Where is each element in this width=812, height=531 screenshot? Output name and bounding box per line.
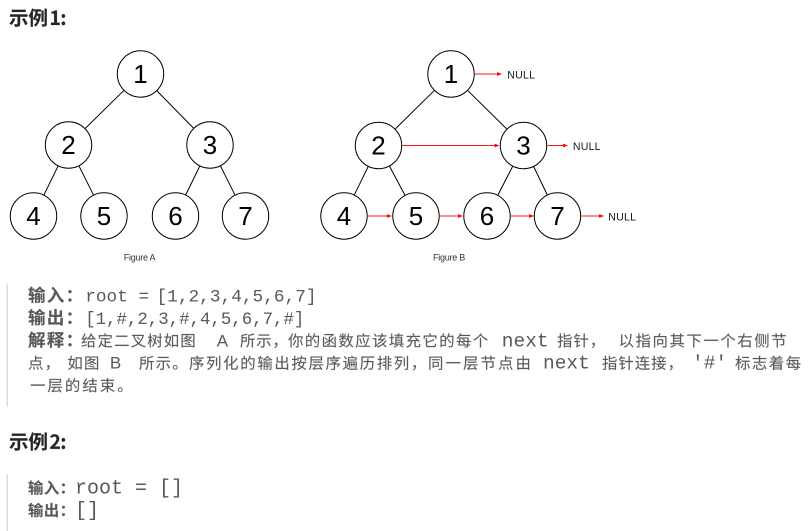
svg-text:2: 2: [61, 130, 75, 160]
svg-text:4: 4: [337, 201, 351, 231]
svg-text:Figure B: Figure B: [433, 253, 465, 263]
svg-text:[]: []: [75, 500, 99, 523]
svg-text:root =: root =: [85, 288, 149, 308]
svg-text:[1,2,3,4,5,6,7]: [1,2,3,4,5,6,7]: [157, 288, 317, 308]
svg-text:3: 3: [203, 130, 217, 160]
svg-text:6: 6: [480, 201, 494, 231]
svg-text:Figure A: Figure A: [124, 253, 156, 263]
svg-text:3: 3: [516, 130, 530, 160]
svg-text:NULL: NULL: [573, 141, 601, 153]
svg-text:NULL: NULL: [507, 69, 535, 81]
svg-text:7: 7: [550, 201, 564, 231]
svg-text:6: 6: [168, 201, 182, 231]
svg-text:'#': '#': [692, 353, 727, 375]
svg-text:5: 5: [409, 201, 423, 231]
svg-text:1: 1: [133, 59, 147, 89]
svg-text:B: B: [110, 354, 121, 373]
svg-text:root = []: root = []: [75, 478, 183, 501]
svg-text:next: next: [543, 353, 590, 375]
svg-text:2: 2: [371, 130, 385, 160]
svg-text:next: next: [502, 330, 549, 352]
svg-text:1: 1: [444, 59, 458, 89]
svg-text:A: A: [217, 331, 229, 350]
svg-text:5: 5: [97, 201, 111, 231]
svg-text:[1,#,2,3,#,4,5,6,7,#]: [1,#,2,3,#,4,5,6,7,#]: [85, 311, 304, 330]
svg-text:7: 7: [238, 201, 252, 231]
svg-text:NULL: NULL: [608, 211, 636, 223]
svg-text:4: 4: [26, 201, 40, 231]
